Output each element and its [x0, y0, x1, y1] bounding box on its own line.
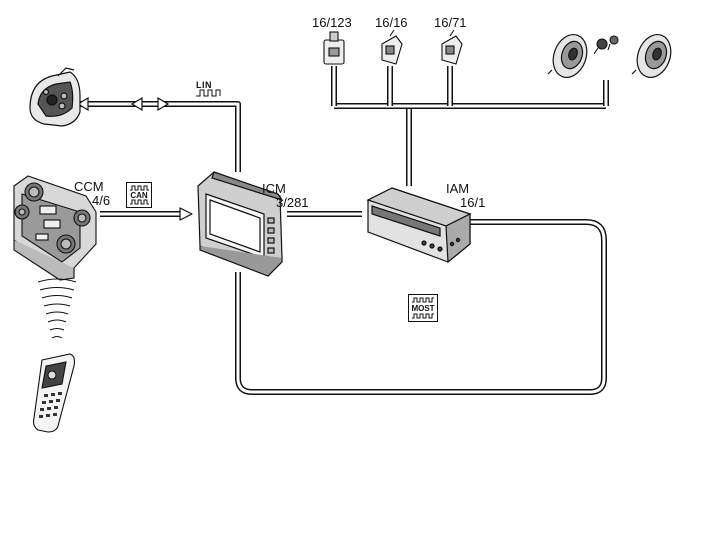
most-waveform-icon [412, 297, 434, 319]
speaker-right-icon [631, 34, 672, 78]
steering-wheel-module [29, 67, 81, 127]
aux-device-3 [441, 29, 463, 65]
lin-arrows [76, 96, 170, 112]
ccm-name-label: CCM [74, 179, 104, 194]
icm-name-label: ICM [262, 181, 286, 196]
icm-unit [197, 171, 284, 277]
ccm-unit [13, 175, 97, 281]
most-ring-wire [235, 219, 607, 395]
can-bus-badge: CAN [126, 182, 152, 208]
tweeter-icon [593, 35, 619, 55]
iam-name-label: IAM [446, 181, 470, 196]
icm-code-label: 3/281 [276, 195, 309, 210]
can-arrow-head [179, 207, 193, 221]
aux-device-2 [381, 29, 403, 65]
iam-unit [366, 187, 472, 264]
ir-beam [37, 278, 77, 339]
aux-device-1 [323, 31, 345, 65]
speaker-left-icon [547, 34, 588, 78]
remote-control [32, 353, 76, 433]
lin-arrow-mid-2 [157, 96, 170, 112]
lin-waveform-icon [196, 89, 221, 97]
wiring [80, 66, 609, 395]
most-bus-badge: MOST [408, 294, 438, 322]
aux-bus-wire [331, 66, 609, 186]
aux2-code-label: 16/16 [375, 15, 408, 30]
lin-arrow-left-head [76, 96, 89, 112]
lin-bus-label: LIN [196, 80, 212, 90]
aux3-code-label: 16/71 [434, 15, 467, 30]
can-wire [100, 207, 193, 221]
lin-arrow-mid-1 [130, 96, 143, 112]
iam-code-label: 16/1 [460, 195, 486, 210]
lin-wire [80, 101, 241, 172]
can-bus-label: CAN [130, 191, 148, 200]
can-waveform-icon [130, 185, 149, 205]
aux1-code-label: 16/123 [312, 15, 352, 30]
ccm-code-label: 4/6 [92, 193, 111, 208]
most-bus-label: MOST [411, 304, 435, 313]
